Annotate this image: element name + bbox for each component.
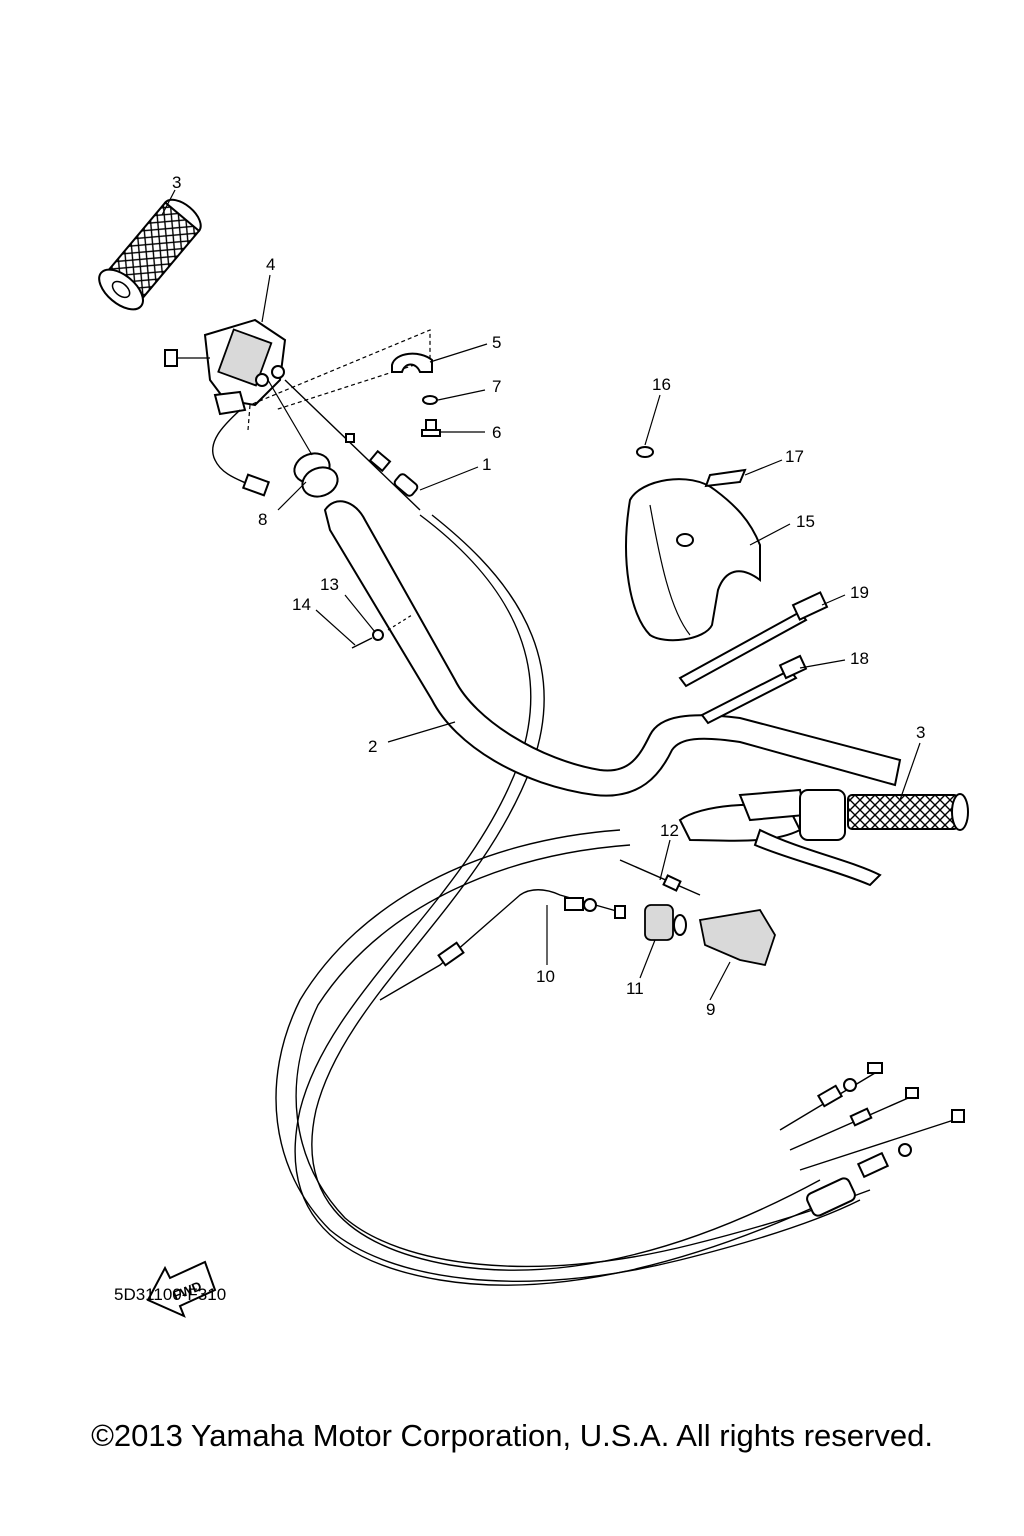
callout-13-washer: 13 — [320, 575, 339, 594]
right-lever-grip — [678, 788, 969, 887]
callout-10-choke-cable: 10 — [536, 967, 555, 986]
callout-19-cable-tie: 19 — [850, 583, 869, 602]
cable-ties — [678, 591, 829, 725]
handlebar — [323, 500, 902, 797]
callout-6-bolt: 6 — [492, 423, 501, 442]
collar — [267, 379, 339, 498]
clamp-washer-bolt — [391, 352, 441, 437]
callout-12-cable: 12 — [660, 821, 679, 840]
forward-arrow: FWD — [146, 1260, 217, 1318]
callout-14-screw: 14 — [292, 595, 311, 614]
callout-16-plug: 16 — [652, 375, 671, 394]
left-grip — [98, 198, 202, 311]
cable-cover — [698, 909, 776, 967]
throttle-cable — [284, 379, 421, 511]
sub-assembly-outline — [247, 329, 431, 431]
callout-5-clamp: 5 — [492, 333, 501, 352]
callout-7-washer: 7 — [492, 377, 501, 396]
screw-washer — [351, 614, 413, 649]
callout-3-right-grip: 3 — [916, 723, 925, 742]
callout-11-adjuster-nut: 11 — [626, 979, 644, 998]
leader-lines — [161, 189, 921, 1001]
wire-lead — [212, 409, 271, 497]
callout-9-cover: 9 — [706, 1000, 715, 1019]
callout-18-cable-tie: 18 — [850, 649, 869, 668]
hand-guard — [625, 446, 761, 642]
cable-ends — [779, 1062, 965, 1217]
callout-labels: 3 4 5 7 6 1 8 16 17 15 19 18 13 14 2 3 1… — [172, 173, 925, 1019]
callout-8-collar: 8 — [258, 510, 267, 529]
callout-2-handlebar: 2 — [368, 737, 377, 756]
callout-1-throttle-cable: 1 — [482, 455, 491, 474]
clutch-cable — [619, 859, 701, 896]
drawing-code: 5D31100-F310 — [114, 1285, 226, 1304]
adjuster-nut — [644, 904, 687, 941]
control-cable-loops — [275, 514, 871, 1286]
callout-17-sticker: 17 — [785, 447, 804, 466]
copyright-notice: ©2013 Yamaha Motor Corporation, U.S.A. A… — [91, 1418, 933, 1453]
choke-cable — [379, 889, 626, 1001]
callout-3-left-grip: 3 — [172, 173, 181, 192]
callout-4-throttle-housing: 4 — [266, 255, 275, 274]
throttle-housing — [164, 318, 287, 416]
callout-15-hand-guard: 15 — [796, 512, 815, 531]
